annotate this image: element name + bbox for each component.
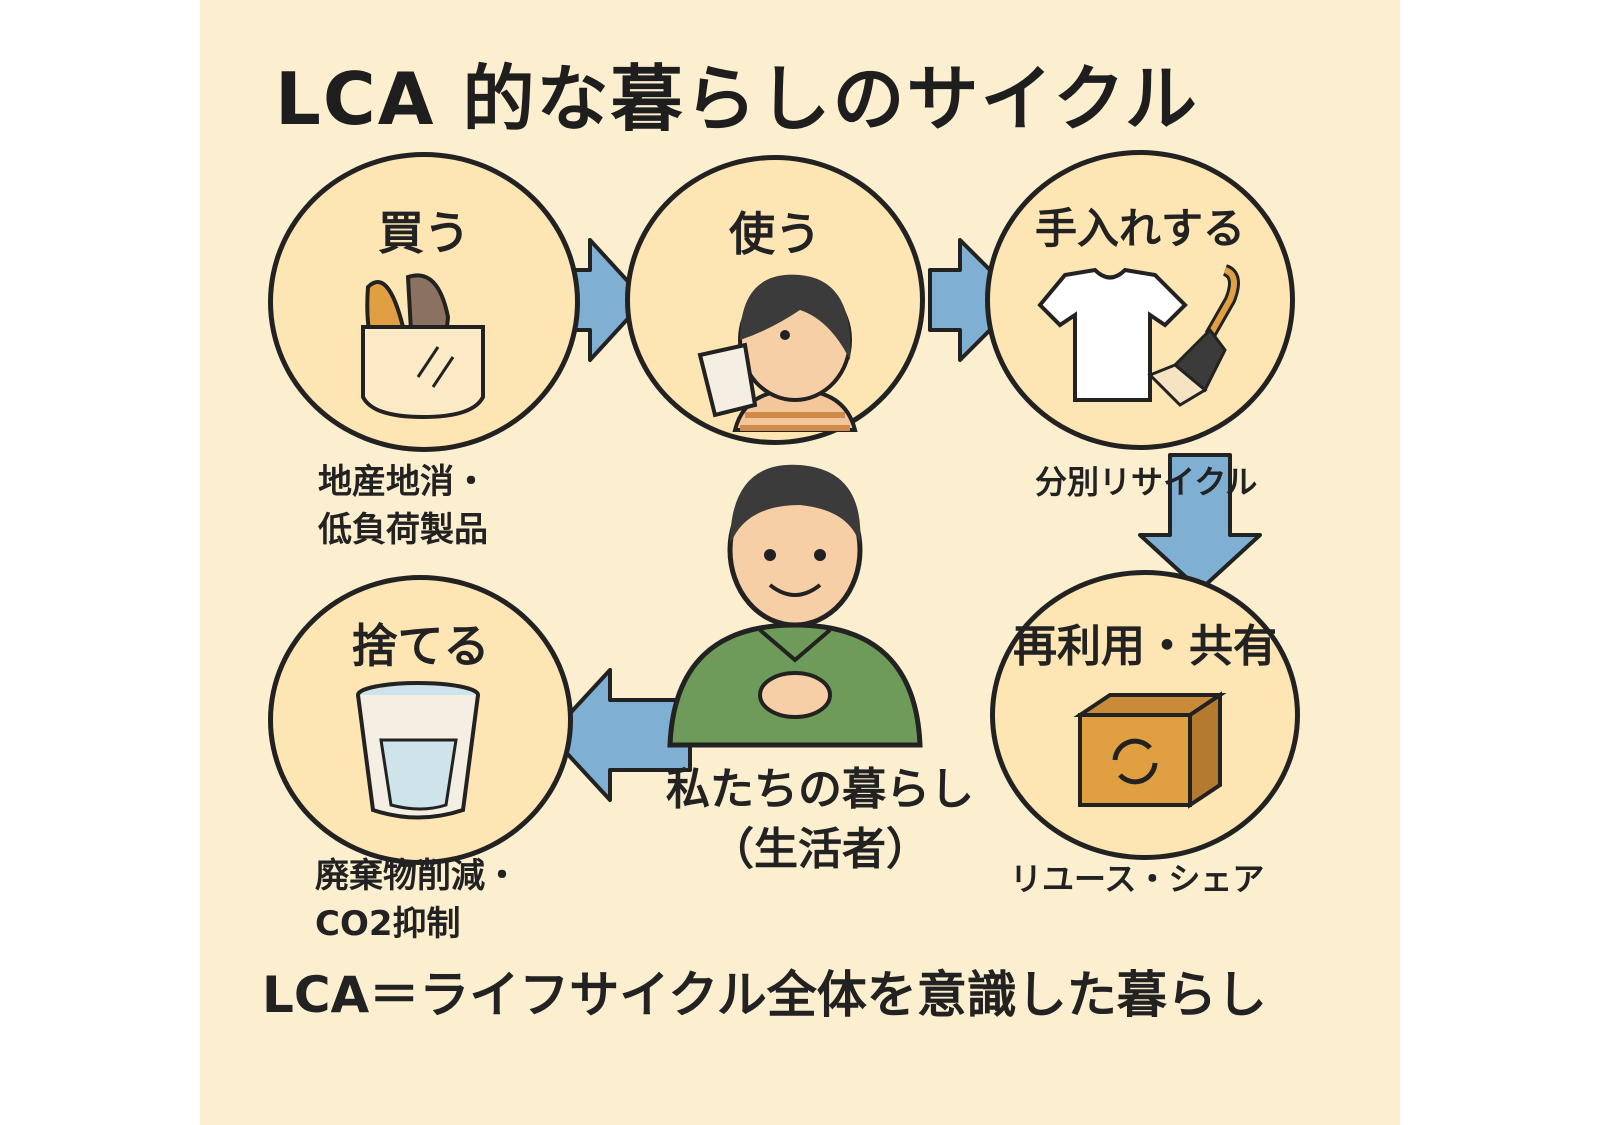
note-reuse: リユース・シェア [1010, 860, 1265, 898]
center-caption-line2: （生活者） [710, 824, 930, 875]
recycle-box-icon [1073, 691, 1227, 809]
note-buy: 地産地消・ 低負荷製品 [318, 458, 488, 554]
stage-use: 使う [625, 155, 925, 445]
stage-reuse: 再利用・共有 [990, 570, 1300, 860]
footer-caption: LCA＝ライフサイクル全体を意識した暮らし [262, 966, 1267, 1024]
stage-maintain-label: 手入れする [1034, 204, 1245, 253]
shopping-bag-icon [361, 273, 485, 420]
note-discard: 廃棄物削減・ CO2抑制 [315, 852, 519, 948]
person-illustration [667, 464, 923, 748]
title-main: 的な暮らしのサイクル [462, 57, 1199, 141]
arrow-center-to-discard [548, 668, 692, 802]
note-recycle: 分別リサイクル [1035, 463, 1258, 501]
page-title: LCA 的な暮らしのサイクル [275, 40, 1199, 145]
stage-maintain: 手入れする [985, 150, 1295, 450]
note-buy-line1: 地産地消・ [318, 462, 488, 502]
center-caption-line1: 私たちの暮らし [666, 764, 974, 815]
note-discard-line2: CO2抑制 [315, 904, 461, 944]
stage-discard-label: 捨てる [351, 619, 490, 673]
note-buy-line2: 低負荷製品 [318, 510, 488, 550]
stage-use-label: 使う [729, 207, 821, 261]
stage-buy-label: 買う [378, 206, 470, 260]
arrow-maintain-to-reuse [1138, 453, 1262, 592]
center-caption: 私たちの暮らし （生活者） [630, 760, 1010, 880]
stage-reuse-label: 再利用・共有 [1013, 621, 1277, 672]
tshirt-brush-icon [1037, 264, 1240, 407]
trash-cup-icon [356, 681, 480, 820]
note-discard-line1: 廃棄物削減・ [315, 856, 519, 896]
stage-buy: 買う [268, 152, 580, 452]
stage-discard: 捨てる [268, 575, 573, 865]
title-prefix: LCA [275, 57, 436, 141]
person-drinking-icon [697, 274, 858, 432]
